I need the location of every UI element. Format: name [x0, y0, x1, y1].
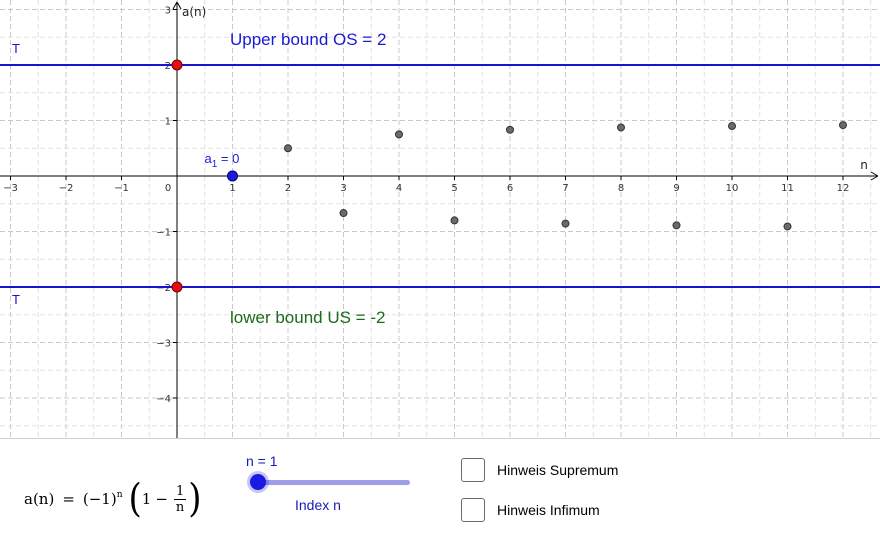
- sequence-point[interactable]: [339, 209, 348, 218]
- fraction-numerator: 1: [173, 483, 187, 500]
- formula-one: 1: [141, 490, 152, 508]
- lower-bound-label: lower bound US = -2: [230, 308, 385, 327]
- slider-caption: Index n: [295, 497, 341, 513]
- lower-bound-tag: T: [12, 292, 20, 307]
- sequence-point[interactable]: [617, 123, 625, 132]
- y-tick-label: 2: [165, 61, 171, 72]
- formula-lhs: a(n): [24, 490, 55, 508]
- current-term-label: a1 = 0: [205, 151, 240, 170]
- sequence-point[interactable]: [450, 216, 459, 225]
- upper-bound-tag: T: [12, 41, 20, 56]
- lower-bound-point[interactable]: [171, 281, 183, 293]
- sequence-point[interactable]: [839, 121, 847, 130]
- x-tick-label: −1: [114, 183, 129, 194]
- sequence-point[interactable]: [284, 144, 292, 153]
- x-tick-label: 9: [673, 183, 679, 194]
- current-term-point[interactable]: [227, 170, 238, 182]
- x-tick-label: 4: [396, 183, 402, 194]
- y-tick-label: −4: [156, 394, 171, 405]
- x-tick-label: 3: [340, 183, 346, 194]
- x-tick-label: 11: [781, 183, 794, 194]
- x-tick-label: −2: [59, 183, 74, 194]
- infimum-hint-label[interactable]: Hinweis Infimum: [497, 502, 600, 518]
- x-tick-label: 10: [726, 183, 739, 194]
- origin-label: 0: [165, 183, 171, 194]
- index-slider-thumb[interactable]: [250, 474, 266, 490]
- y-tick-label: −2: [156, 283, 171, 294]
- formula-paren-close: ): [188, 476, 202, 522]
- formula-fraction: 1 n: [173, 483, 187, 515]
- sequence-point[interactable]: [561, 219, 570, 228]
- supremum-hint-label[interactable]: Hinweis Supremum: [497, 462, 619, 478]
- sequence-formula: a(n) = (−1) n ( 1 − 1 n ): [24, 469, 202, 529]
- x-tick-label: 8: [618, 183, 624, 194]
- y-tick-label: 1: [165, 117, 171, 128]
- x-tick-label: 1: [229, 183, 235, 194]
- formula-equals: =: [62, 490, 75, 508]
- sequence-point[interactable]: [728, 122, 736, 131]
- formula-paren-open: (: [128, 476, 142, 522]
- y-tick-label: 3: [165, 6, 171, 17]
- infimum-hint-checkbox[interactable]: [461, 498, 485, 522]
- control-panel: a(n) = (−1) n ( 1 − 1 n ) n = 1 Index n …: [0, 439, 880, 550]
- x-tick-label: 12: [837, 183, 850, 194]
- infimum-hint-row[interactable]: Hinweis Infimum: [461, 498, 600, 522]
- slider-value-label: n = 1: [246, 453, 278, 469]
- formula-base: (−1): [82, 490, 117, 508]
- index-slider-track[interactable]: [258, 480, 410, 485]
- upper-bound-label: Upper bound OS = 2: [230, 30, 386, 49]
- formula-exponent: n: [116, 490, 123, 500]
- y-axis-arrow: [172, 1, 182, 10]
- sequence-point[interactable]: [395, 130, 403, 139]
- x-axis-arrow: [870, 171, 879, 181]
- x-tick-label: 2: [285, 183, 291, 194]
- formula-minus: −: [155, 490, 168, 508]
- supremum-hint-row[interactable]: Hinweis Supremum: [461, 458, 618, 482]
- x-axis-name: n: [860, 158, 868, 172]
- sequence-point[interactable]: [783, 222, 792, 231]
- y-axis-name: a(n): [182, 5, 206, 19]
- x-tick-label: −3: [3, 183, 18, 194]
- sequence-point[interactable]: [506, 125, 514, 134]
- sequence-point[interactable]: [672, 221, 681, 230]
- x-tick-label: 5: [451, 183, 457, 194]
- fraction-denominator: n: [175, 499, 185, 515]
- y-tick-label: −1: [156, 228, 171, 239]
- x-tick-label: 6: [507, 183, 513, 194]
- supremum-hint-checkbox[interactable]: [461, 458, 485, 482]
- upper-bound-point[interactable]: [171, 59, 183, 71]
- x-tick-label: 7: [562, 183, 568, 194]
- y-tick-label: −3: [156, 339, 171, 350]
